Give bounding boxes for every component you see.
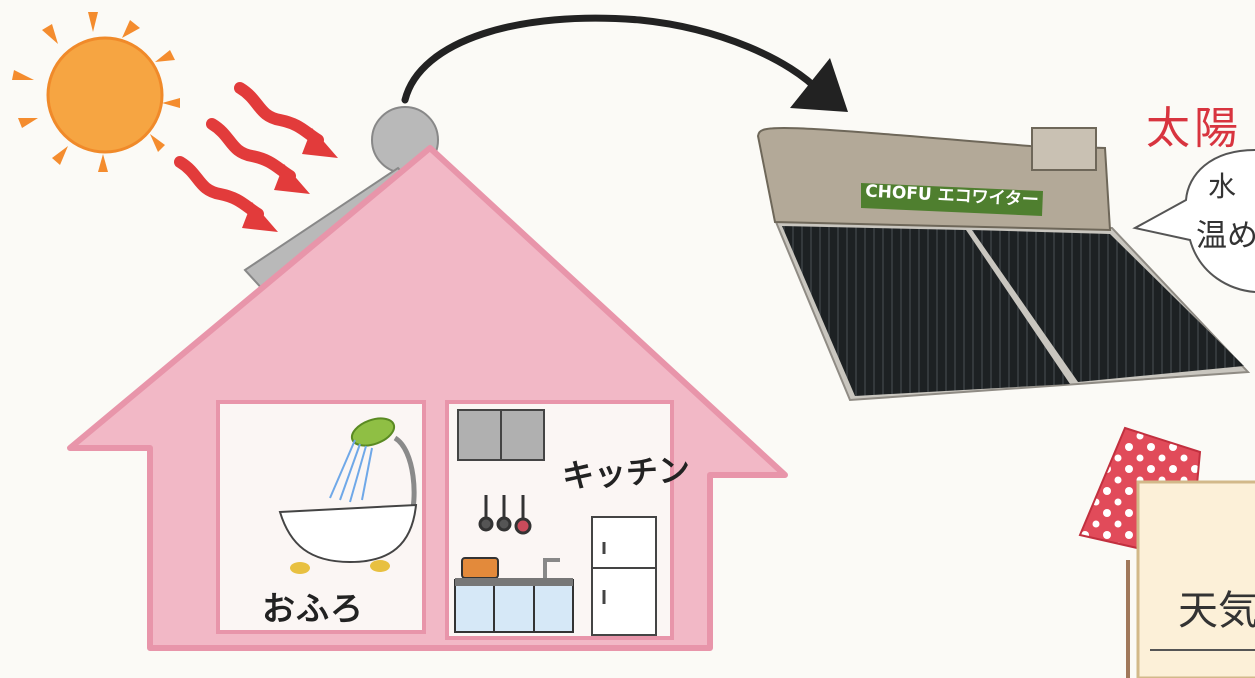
solar-water-heater: [758, 128, 1248, 400]
refrigerator-icon: [592, 517, 656, 635]
kitchen-label: キッチン: [561, 445, 691, 498]
bath-label: おふろ: [262, 582, 364, 630]
section-title-fragment: 太陽: [1146, 92, 1242, 156]
sink-counter: [455, 578, 573, 632]
house: [70, 148, 785, 648]
sun-icon: [12, 12, 180, 172]
bubble-text-line1: 水: [1208, 165, 1236, 205]
arrow-head: [790, 58, 848, 112]
bubble-text-line2: 温め: [1196, 210, 1255, 255]
heat-wave-icon: [180, 88, 318, 214]
kitchen-cabinet: [458, 410, 544, 460]
arrow-curve-icon: [405, 18, 820, 100]
pot-icon: [462, 558, 498, 578]
utensils-icon: [480, 495, 530, 533]
sign-text-fragment: 天気: [1178, 578, 1255, 636]
